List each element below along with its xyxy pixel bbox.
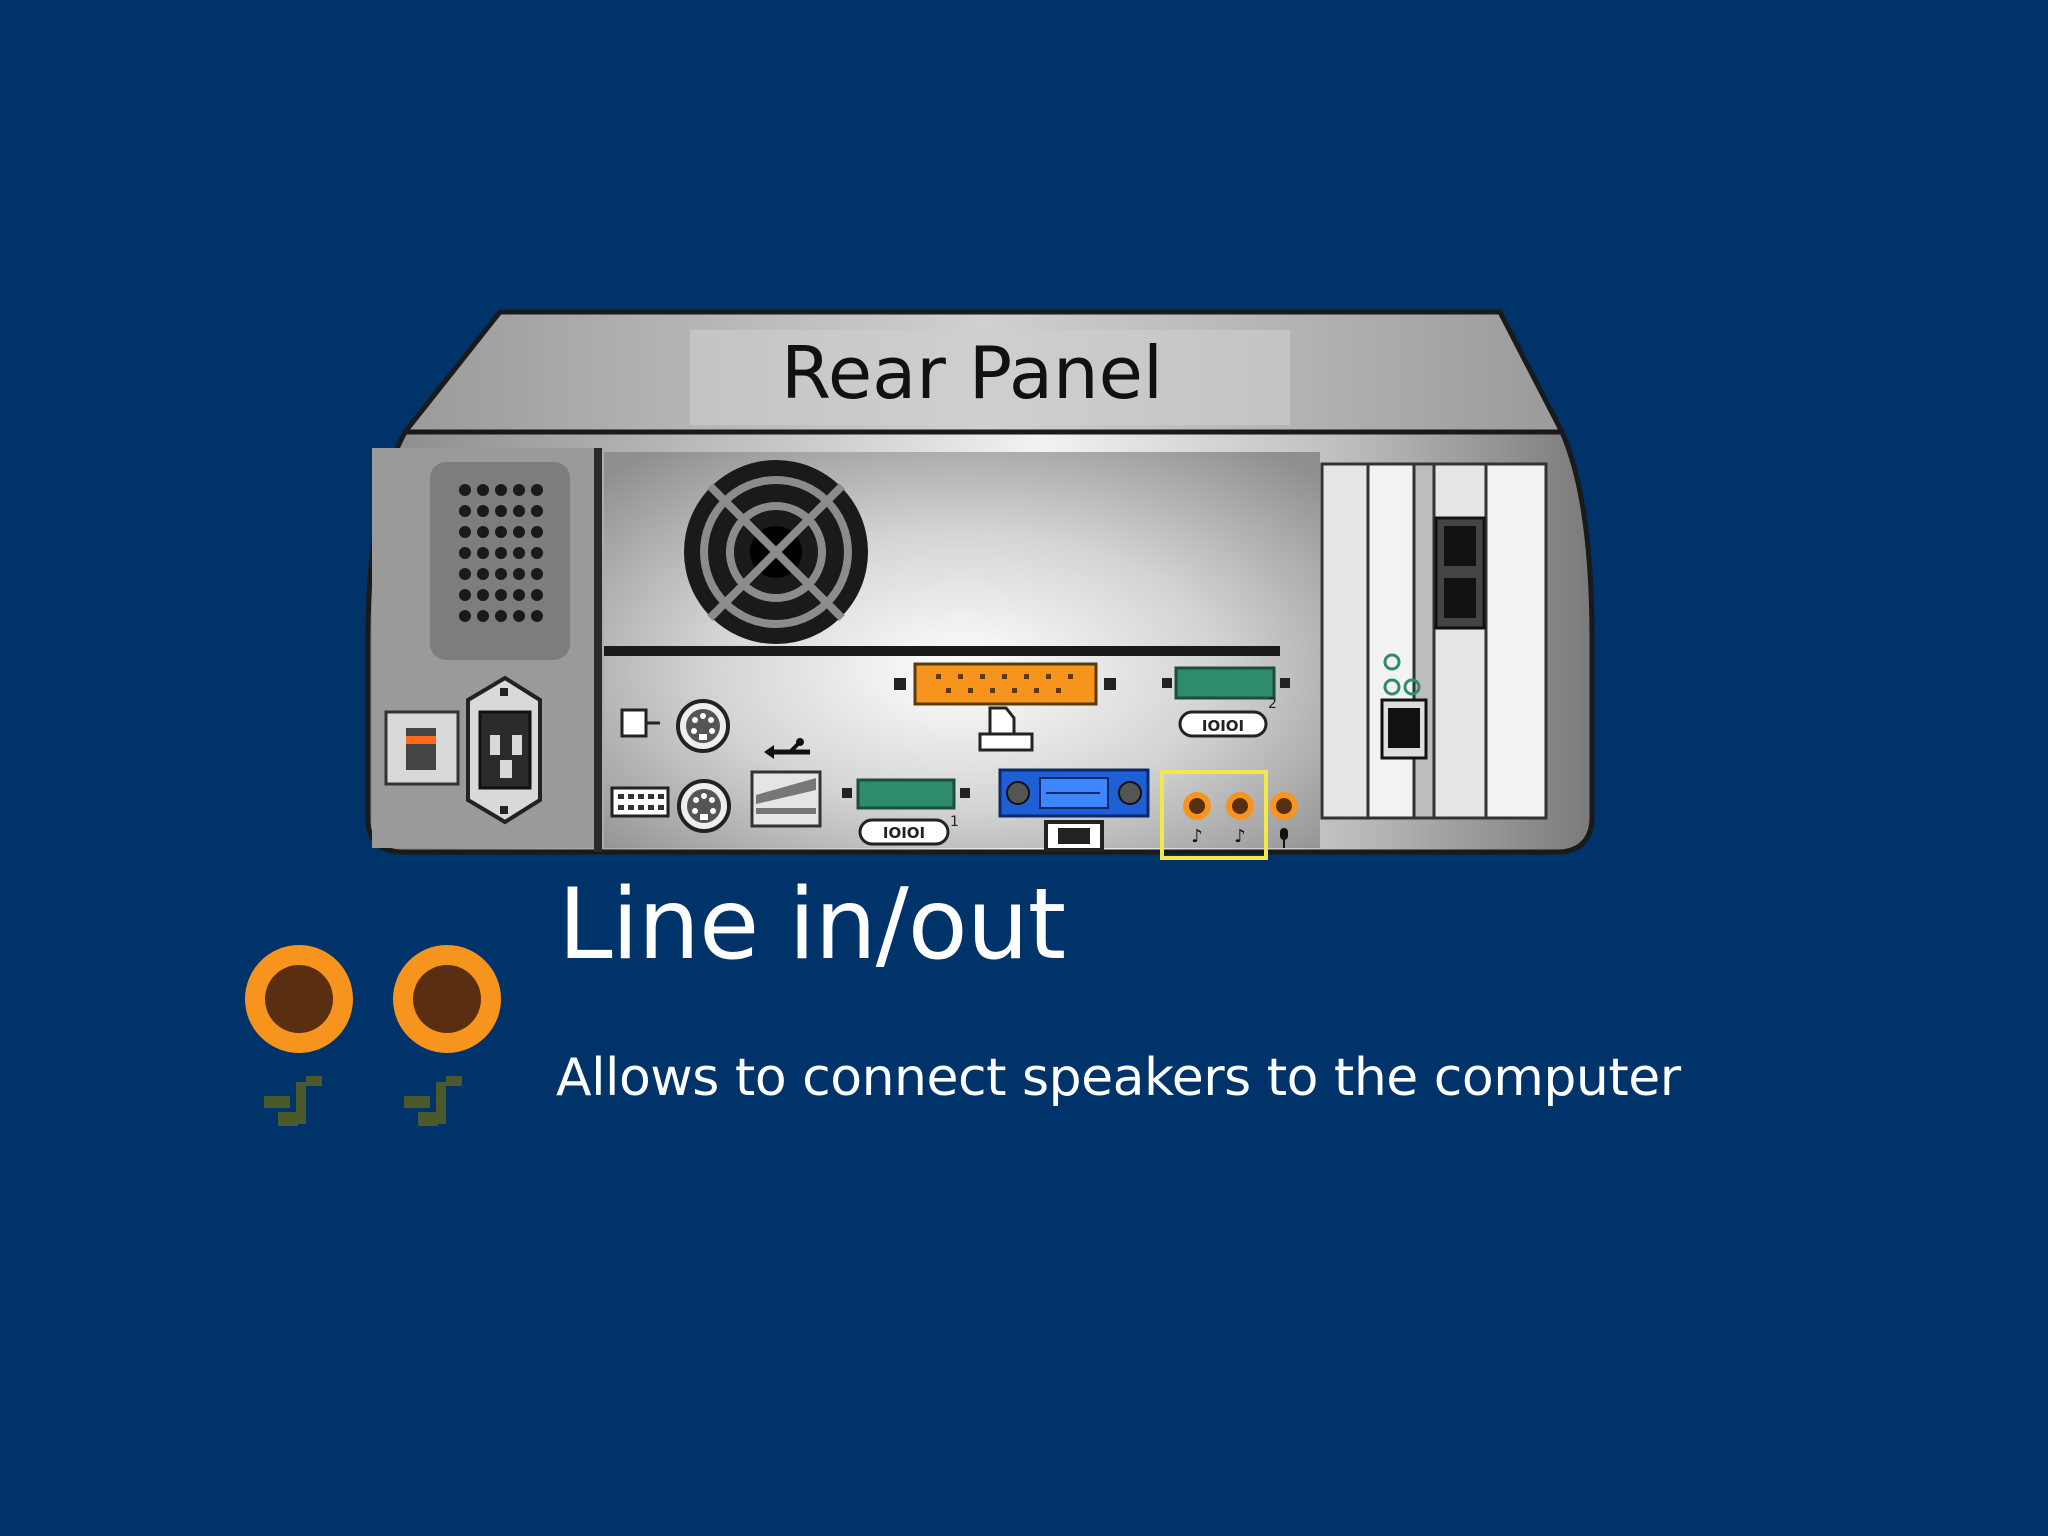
parallel-pin: [958, 674, 963, 679]
vent-hole: [477, 547, 489, 559]
vent-hole: [495, 589, 507, 601]
parallel-pin: [1056, 688, 1061, 693]
usb-ports[interactable]: [750, 738, 822, 828]
parallel-pin: [968, 688, 973, 693]
serial-1-text: IOIOI: [883, 824, 925, 842]
power-supply: [372, 448, 594, 848]
serial-port-1[interactable]: IOIOI 1: [842, 778, 970, 846]
serial-1-number: 1: [950, 814, 959, 830]
vent-hole: [495, 610, 507, 622]
parallel-pin: [990, 688, 995, 693]
parallel-pin: [936, 674, 941, 679]
vent-hole: [459, 484, 471, 496]
vent-hole: [459, 526, 471, 538]
fan-icon: [684, 460, 868, 644]
enlarged-line-in-jack: [245, 945, 353, 1126]
music-note-icon: [404, 1076, 462, 1126]
vent-hole: [459, 568, 471, 580]
keyboard-port[interactable]: [610, 779, 731, 833]
modem-ports[interactable]: [1434, 516, 1486, 630]
vent-hole: [459, 547, 471, 559]
svg-text:♪: ♪: [1191, 826, 1203, 847]
serial-2-text: IOIOI: [1202, 717, 1244, 735]
vent-hole: [477, 610, 489, 622]
serial-1-label: IOIOI 1: [858, 814, 959, 846]
vent-hole: [495, 484, 507, 496]
vent-hole: [477, 484, 489, 496]
enlarged-line-out-jack: [393, 945, 501, 1126]
vent-hole: [459, 610, 471, 622]
parallel-pins: [936, 674, 1073, 693]
mouse-port[interactable]: [620, 699, 730, 753]
parallel-port[interactable]: [894, 662, 1116, 752]
vent-hole: [513, 547, 525, 559]
network-card[interactable]: [1380, 653, 1428, 760]
svg-text:♪: ♪: [1234, 826, 1246, 847]
vent-hole: [477, 589, 489, 601]
case-top: [402, 309, 1565, 435]
expansion-slots: [1320, 462, 1548, 820]
vent-hole: [513, 589, 525, 601]
serial-2-label: IOIOI 2: [1178, 696, 1277, 738]
vent-hole: [495, 526, 507, 538]
vent-hole: [513, 610, 525, 622]
vent-hole: [531, 505, 543, 517]
parallel-pin: [1046, 674, 1051, 679]
serial-2-number: 2: [1268, 696, 1277, 712]
enlarged-line-jacks: [245, 945, 501, 1126]
line-in-jack[interactable]: ♪: [1183, 792, 1211, 847]
vent-hole: [477, 505, 489, 517]
music-note-icon: [264, 1076, 322, 1126]
vent-hole: [495, 547, 507, 559]
usb-icon: [764, 738, 810, 759]
vent-hole: [495, 568, 507, 580]
vent-hole: [459, 505, 471, 517]
vent-hole: [513, 568, 525, 580]
caption-title: Line in/out: [558, 868, 1066, 982]
vent-hole: [477, 568, 489, 580]
vent-hole: [513, 484, 525, 496]
vga-port[interactable]: [998, 768, 1150, 852]
power-switch[interactable]: [384, 710, 460, 786]
vent-hole: [513, 526, 525, 538]
audio-ports: ♪ ♪: [1160, 770, 1298, 860]
vent-hole: [477, 526, 489, 538]
line-io-highlight: [1160, 770, 1268, 860]
parallel-pin: [1002, 674, 1007, 679]
microphone-jack[interactable]: [1270, 792, 1298, 848]
psu-divider: [594, 448, 602, 852]
vent-hole: [531, 547, 543, 559]
printer-icon: [978, 706, 1034, 752]
parallel-pin: [946, 688, 951, 693]
monitor-icon: [1044, 820, 1104, 852]
parallel-pin: [1034, 688, 1039, 693]
vent-hole: [531, 589, 543, 601]
parallel-pin: [1068, 674, 1073, 679]
psu-vent-grid: [459, 484, 543, 622]
vent-hole: [459, 589, 471, 601]
parallel-pin: [1012, 688, 1017, 693]
vent-hole: [531, 484, 543, 496]
parallel-pin: [1024, 674, 1029, 679]
motherboard-panel: [604, 452, 1320, 848]
vent-hole: [531, 610, 543, 622]
vent-hole: [531, 526, 543, 538]
vent-hole: [495, 505, 507, 517]
vent-hole: [531, 568, 543, 580]
line-out-jack[interactable]: ♪: [1226, 792, 1254, 847]
vent-hole: [513, 505, 525, 517]
power-socket[interactable]: [466, 675, 542, 825]
panel-title: Rear Panel: [781, 331, 1163, 415]
parallel-pin: [980, 674, 985, 679]
microphone-icon: [1280, 828, 1288, 848]
serial-port-2[interactable]: IOIOI 2: [1162, 666, 1290, 738]
caption-description: Allows to connect speakers to the comput…: [556, 1048, 1681, 1108]
